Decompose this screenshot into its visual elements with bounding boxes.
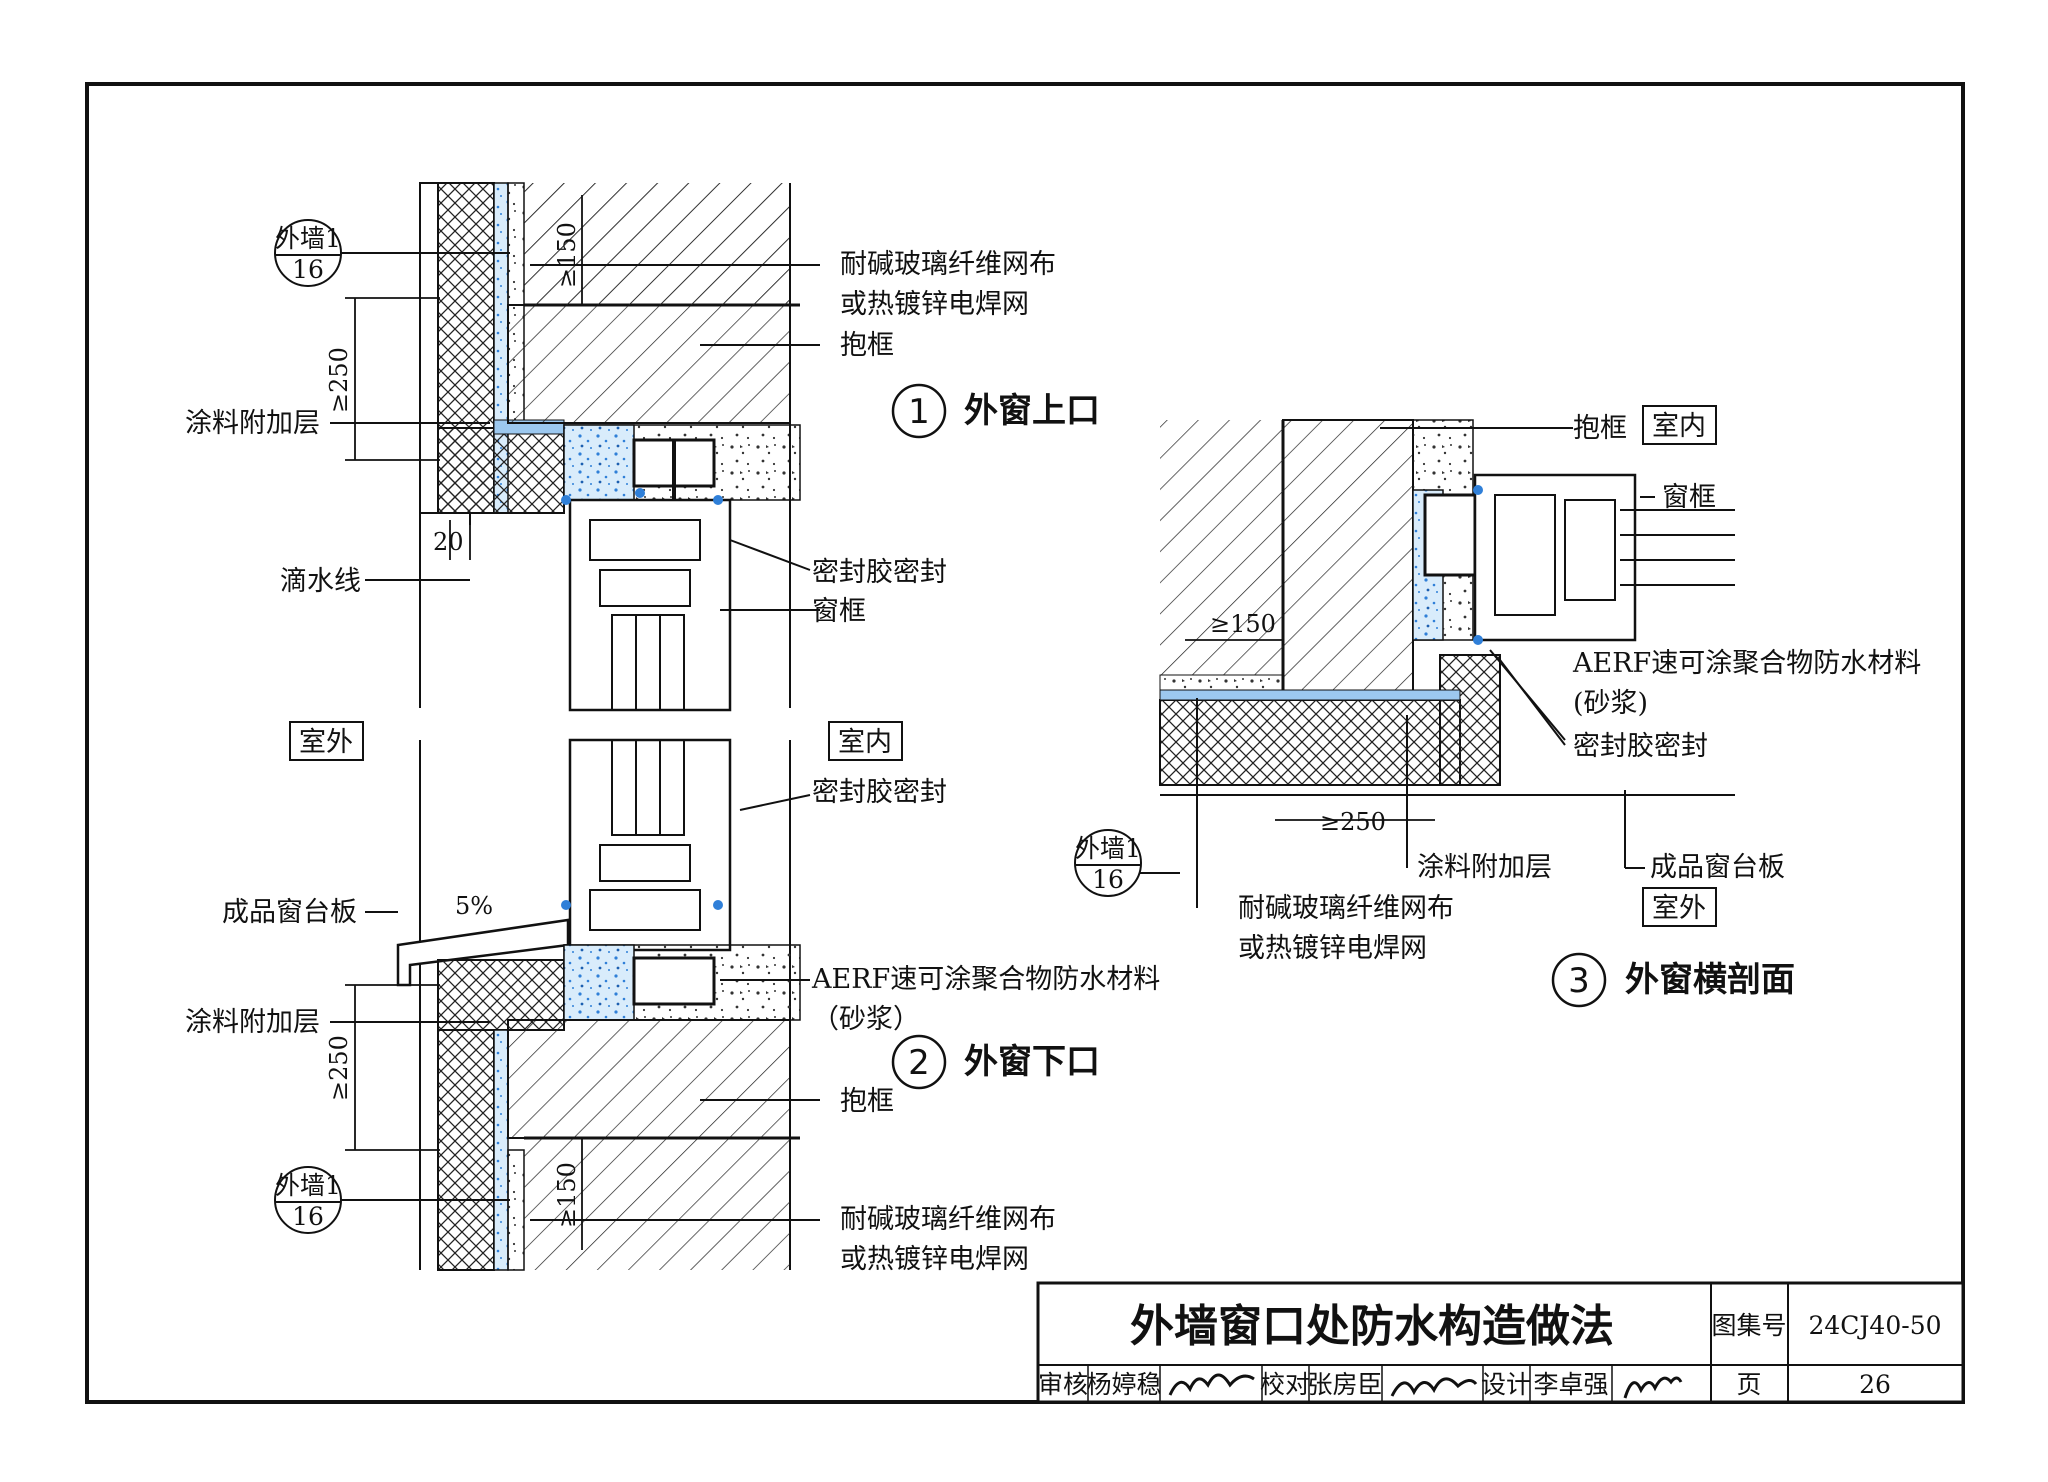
ref-wall-top: 外墙1 [275,224,341,253]
drip-line-label: 滴水线 [280,566,361,597]
aerf-label-2b: （砂浆） [812,1004,920,1035]
ref-wall-detail3: 外墙1 [1075,834,1141,863]
reviewer-signature [1168,1373,1255,1396]
detail-2-title: 外窗下口 [964,1042,1100,1082]
ref-page-detail3: 16 [1092,865,1124,894]
detail-3-title: 外窗横剖面 [1625,960,1795,1000]
ref-wall-bottom: 外墙1 [275,1171,341,1200]
atlas-label: 图集号 [1711,1311,1786,1340]
sealant-label-2: 密封胶密封 [812,777,947,808]
aerf-label-2a: AERF速可涂聚合物防水材料 [811,964,1160,995]
check-label: 校对 [1260,1370,1310,1399]
mesh-label-3b: 或热镀锌电焊网 [1238,933,1427,964]
page-number: 26 [1859,1370,1891,1399]
review-label: 审核 [1038,1370,1088,1399]
slope-label: 5% [455,892,493,920]
outdoor-box-right [1642,887,1717,927]
mesh-label-2b: 或热镀锌电焊网 [840,1244,1029,1275]
coating-label-3: 涂料附加层 [1417,852,1552,883]
dim-150-top: ≥150 [553,222,581,288]
dim-20: 20 [433,528,464,556]
ref-page-bottom: 16 [292,1202,324,1231]
detail-1-num: 1 [908,392,930,432]
wall-ref-bubble-top[interactable] [274,219,342,287]
mesh-label-1a: 耐碱玻璃纤维网布 [840,249,1056,280]
mesh-label-3a: 耐碱玻璃纤维网布 [1238,893,1454,924]
outdoor-label-left: 室外 [299,727,353,758]
frame-lining-label-3: 抱框 [1573,413,1627,444]
dim-150-detail3: ≥150 [1210,610,1276,638]
frame-lining-label-1: 抱框 [840,330,894,361]
aerf-label-3a: AERF速可涂聚合物防水材料 [1572,648,1921,679]
checker-name: 张房臣 [1307,1370,1382,1399]
detail-2-drawing [396,738,801,1271]
detail-3-drawing [1159,419,1735,796]
wall-ref-bubble-bottom[interactable] [274,1166,342,1234]
indoor-box-right [1642,405,1717,445]
indoor-box-left [828,721,903,761]
mesh-label-2a: 耐碱玻璃纤维网布 [840,1204,1056,1235]
detail-1-number-circle [891,383,947,439]
drawing-title: 外墙窗口处防水构造做法 [1130,1301,1614,1352]
window-frame-label-1: 窗框 [812,596,866,627]
detail-1-title: 外窗上口 [964,391,1100,431]
sheet-border [85,82,1965,1404]
mesh-label-1b: 或热镀锌电焊网 [840,289,1029,320]
designer-signature [1623,1376,1683,1399]
ref-page-top: 16 [292,255,324,284]
wall-ref-bubble-detail3[interactable] [1074,829,1142,897]
outdoor-box-left [289,721,364,761]
frame-lining-label-2: 抱框 [840,1086,894,1117]
design-label: 设计 [1481,1370,1531,1399]
outdoor-label-right: 室外 [1652,893,1706,924]
indoor-label-right: 室内 [1652,411,1706,442]
window-frame-label-3: 窗框 [1662,482,1716,513]
page-label: 页 [1736,1370,1761,1399]
sealant-label-1: 密封胶密封 [812,557,947,588]
checker-signature [1390,1377,1478,1397]
dim-150-bottom: ≥150 [553,1162,581,1228]
coating-label-1: 涂料附加层 [185,408,320,439]
detail-2-num: 2 [908,1043,930,1083]
sill-board-label-2: 成品窗台板 [222,897,357,928]
atlas-number: 24CJ40-50 [1808,1311,1941,1340]
leader-lines [330,252,1655,1221]
sill-board-label-3: 成品窗台板 [1650,852,1785,883]
designer-name: 李卓强 [1533,1370,1608,1399]
sealant-label-3: 密封胶密封 [1573,731,1708,762]
reviewer-name: 杨婷稳 [1086,1370,1161,1399]
dim-250-bottom: ≥250 [325,1035,353,1101]
detail-2-number-circle [891,1034,947,1090]
detail-1-drawing [419,182,801,712]
detail-3-number-circle [1551,952,1607,1008]
coating-label-2: 涂料附加层 [185,1007,320,1038]
detail-3-num: 3 [1568,961,1590,1001]
indoor-label-left: 室内 [838,727,892,758]
aerf-label-3b: (砂浆) [1573,688,1648,719]
dim-250-top: ≥250 [325,347,353,413]
dim-250-detail3: ≥250 [1320,808,1386,836]
dimension-lines [345,195,1435,1250]
